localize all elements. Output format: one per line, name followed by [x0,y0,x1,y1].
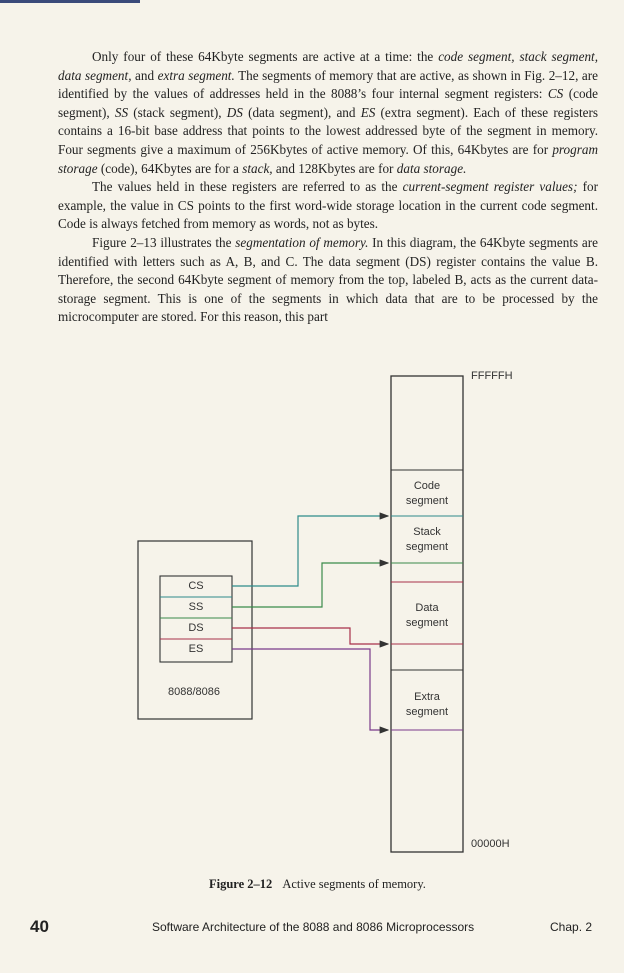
caption-text: Active segments of memory. [282,877,426,891]
caption-label: Figure 2–12 [209,877,273,891]
text-run: The values held in these registers are r… [92,179,403,195]
top-address: FFFFFH [471,370,513,382]
stack-segment-line2: segment [405,541,449,553]
data-segment-line2: segment [405,617,449,629]
code-segment-line1: Code [413,480,441,492]
italic-run: DS [226,104,243,120]
italic-run: program storage [58,141,598,176]
cs-pointer-arrow [232,512,390,587]
bottom-address: 00000H [471,838,510,850]
italic-run: ES [360,104,376,120]
data-segment-label: Data segment [391,601,463,631]
italic-run: CS [547,86,564,102]
page-number: 40 [30,917,49,936]
text-run: (code), 64Kbytes are for a [97,160,243,176]
top-rule [0,0,140,3]
text-run: and 128Kbytes are for [272,160,397,176]
text-run: (code segment), [58,86,598,120]
text-run: Figure 2–13 illustrates the [92,234,236,250]
italic-run: extra segment. [157,67,235,83]
paragraph: Only four of these 64Kbyte segments are … [58,48,598,178]
stack-segment-label: Stack segment [391,525,463,555]
text-run: (data segment), and [242,104,361,120]
extra-segment-label: Extra segment [391,690,463,720]
memory-column [390,375,464,853]
italic-run: segmentation of memory. [235,234,369,250]
stack-segment-line1: Stack [413,526,441,538]
ss-pointer-arrow [232,559,390,608]
ds-pointer-arrow [232,627,390,648]
code-segment-line2: segment [405,495,449,507]
cpu-box [137,540,253,720]
italic-run: data storage. [396,160,467,176]
chapter-label: Chap. 2 [550,920,593,934]
register-ss: SS [188,601,204,613]
text-run: for example, the value in CS points to t… [58,179,598,232]
italic-run: SS [114,104,129,120]
code-segment-label: Code segment [391,479,463,509]
register-es: ES [188,643,204,655]
register-box [159,575,233,663]
paragraph: Figure 2–13 illustrates the segmentation… [58,234,598,327]
running-title: Software Architecture of the 8088 and 80… [152,920,475,934]
extra-segment-line1: Extra [414,691,440,703]
text-run: In this diagram, the 64Kbyte segments ar… [58,234,598,325]
register-ds: DS [188,622,204,634]
cpu-label: 8088/8086 [168,686,220,698]
italic-run: stack, [242,160,273,176]
text-run: Only four of these 64Kbyte segments are … [92,49,439,64]
body-text: Only four of these 64Kbyte segments are … [58,48,598,327]
italic-run: code segment, stack segment, data segmen… [58,49,598,83]
text-run: (extra segment). Each of these registers… [58,104,599,157]
data-segment-line1: Data [415,602,439,614]
paragraph: The values held in these registers are r… [58,178,598,234]
es-pointer-arrow [232,648,390,734]
text-run: (stack segment), [128,104,227,120]
text-run: The segments of memory that are active, … [58,67,599,102]
register-cs: CS [188,580,204,592]
extra-segment-line2: segment [405,706,449,718]
figure-caption: Figure 2–12 Active segments of memory. [209,877,426,892]
text-run: and [131,67,158,83]
italic-run: current-segment register values; [402,179,578,195]
